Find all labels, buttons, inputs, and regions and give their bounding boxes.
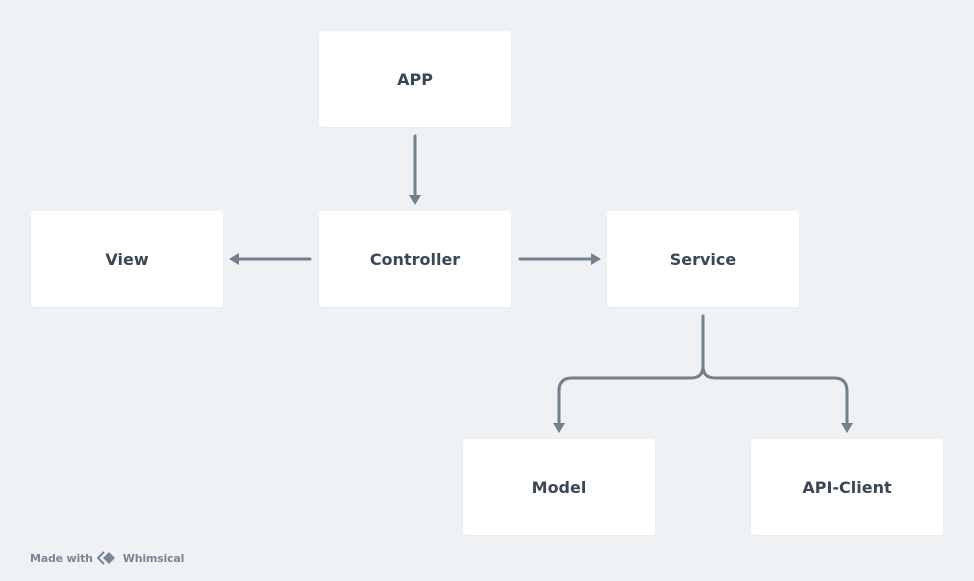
arrowhead-model bbox=[553, 423, 565, 433]
arrowhead-service bbox=[591, 253, 601, 265]
node-api-client[interactable]: API-Client bbox=[751, 439, 943, 535]
node-controller[interactable]: Controller bbox=[319, 211, 511, 307]
node-model[interactable]: Model bbox=[463, 439, 655, 535]
node-service[interactable]: Service bbox=[607, 211, 799, 307]
edge-service-model bbox=[557, 314, 705, 426]
made-with-text: Made with bbox=[30, 551, 93, 565]
node-api-client-label: API-Client bbox=[802, 477, 892, 497]
node-app[interactable]: APP bbox=[319, 31, 511, 127]
node-service-label: Service bbox=[669, 249, 737, 269]
node-model-label: Model bbox=[531, 477, 587, 497]
arrowhead-view bbox=[229, 253, 239, 265]
arrowhead-controller bbox=[409, 195, 421, 205]
whimsical-logo-icon bbox=[96, 550, 119, 566]
node-view[interactable]: View bbox=[31, 211, 223, 307]
node-controller-label: Controller bbox=[369, 249, 461, 269]
arrowhead-api-client bbox=[841, 423, 853, 433]
edge-service-api-client bbox=[701, 364, 849, 426]
whimsical-brand-text: Whimsical bbox=[122, 551, 185, 565]
node-view-label: View bbox=[105, 249, 149, 269]
node-app-label: APP bbox=[397, 69, 433, 89]
made-with-badge[interactable]: Made with Whimsical bbox=[30, 549, 184, 567]
